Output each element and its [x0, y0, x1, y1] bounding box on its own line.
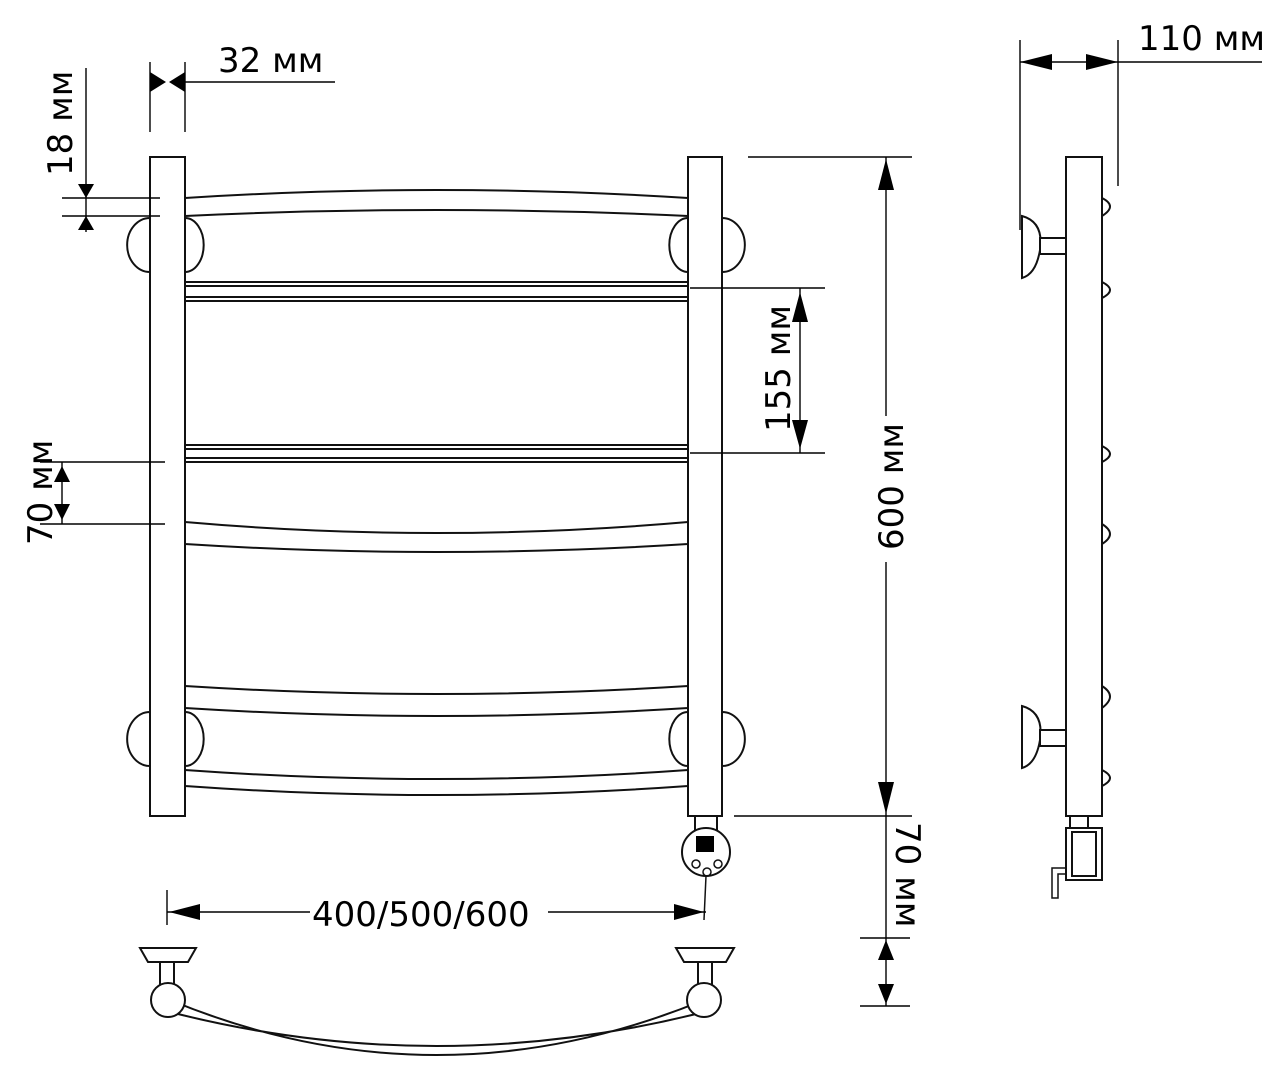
dimension-70mm-heater: 70 мм: [860, 816, 927, 1007]
heater-button-right: [713, 859, 723, 869]
side-heater-plug: [1051, 867, 1066, 899]
rung-2: [184, 281, 689, 287]
dimension-70mm-rung: 70 мм: [21, 440, 165, 545]
heater-display: [696, 836, 714, 852]
label-width-options: 400/500/600: [312, 895, 530, 935]
rung-3: [184, 296, 689, 302]
dimension-155mm: 155 мм: [690, 287, 825, 454]
side-bracket-top-arm: [1039, 237, 1067, 255]
side-rung-stub-2: [1101, 280, 1111, 300]
right-vertical-rail: [687, 156, 723, 817]
dimension-32mm: 32 мм: [149, 41, 335, 132]
rung-6: [184, 520, 689, 553]
label-70mm-heater: 70 мм: [887, 822, 927, 927]
rail-end-left: [150, 982, 186, 1018]
label-600mm: 600 мм: [872, 423, 912, 550]
rung-1: [184, 189, 689, 218]
wall-bracket-bottom-right: [721, 710, 746, 768]
side-vertical-rail: [1065, 156, 1103, 817]
wall-bracket-top-left: [126, 216, 151, 274]
side-view: 110 мм: [1019, 19, 1265, 899]
heater-cable: [703, 875, 707, 921]
bracket-inner-top-left: [184, 216, 205, 274]
wall-bracket-top-right: [721, 216, 746, 274]
side-rung-stub-3: [1101, 444, 1111, 464]
bracket-inner-bottom-right: [668, 710, 689, 768]
rung-4: [184, 444, 689, 450]
side-rung-stub-4: [1101, 522, 1111, 546]
heater-button-left: [691, 859, 701, 869]
wall-flange-right: [674, 947, 736, 963]
side-bracket-bottom-cup: [1021, 704, 1042, 770]
side-rung-stub-6: [1101, 768, 1111, 788]
arrow-110-left: [1020, 54, 1052, 70]
wall-bracket-bottom-left: [126, 710, 151, 768]
curved-rung-top-view: [169, 998, 705, 1056]
side-bracket-bottom-arm: [1039, 729, 1067, 747]
label-18mm: 18 мм: [41, 71, 81, 176]
heater-button-bottom: [702, 867, 712, 877]
side-heater-inner: [1071, 831, 1097, 877]
top-view: [138, 947, 736, 1056]
label-110mm: 110 мм: [1138, 19, 1265, 59]
dimension-600mm: 600 мм: [734, 156, 912, 817]
side-rung-stub-1: [1101, 196, 1111, 218]
rung-8: [184, 768, 689, 796]
side-heater-neck: [1069, 815, 1089, 829]
bracket-inner-bottom-left: [184, 710, 205, 768]
side-rung-stub-5: [1101, 684, 1111, 711]
rail-end-right: [686, 982, 722, 1018]
rung-7: [184, 684, 689, 717]
label-155mm: 155 мм: [759, 305, 799, 432]
label-70mm-rung: 70 мм: [21, 440, 61, 545]
left-vertical-rail: [149, 156, 186, 817]
rung-5: [184, 457, 689, 463]
bracket-inner-top-right: [668, 216, 689, 274]
side-bracket-top-cup: [1021, 214, 1042, 280]
label-32mm: 32 мм: [218, 41, 323, 81]
wall-flange-left: [138, 947, 198, 963]
front-view: [126, 156, 746, 921]
arrow-110-right: [1086, 54, 1118, 70]
dimension-18mm: 18 мм: [41, 68, 160, 232]
dimension-width-400-500-600: 400/500/600: [166, 890, 706, 935]
